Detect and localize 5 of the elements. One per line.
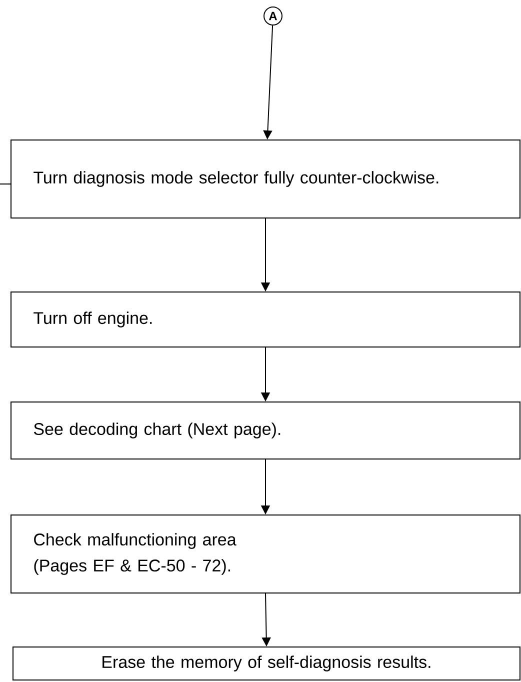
process-box: See decoding chart (Next page). <box>10 402 520 460</box>
process-box: Turn off engine. <box>10 292 520 348</box>
process-box: Check malfunctioning area (Pages EF & EC-50 - 72). <box>10 514 520 594</box>
process-box: Turn diagnosis mode selector fully counter-clockwise. <box>10 140 520 218</box>
process-box: Erase the memory of self-diagnosis results. <box>12 646 520 680</box>
